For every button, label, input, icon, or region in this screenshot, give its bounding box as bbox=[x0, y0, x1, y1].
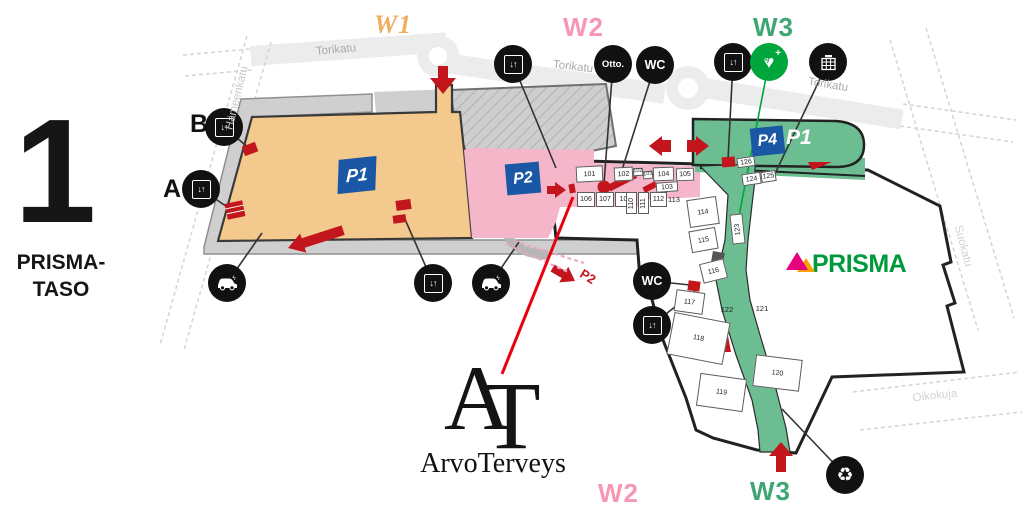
unit-113: 113 bbox=[668, 195, 680, 205]
elevator-glyph: ↓↑ bbox=[214, 117, 234, 137]
arvoterveys-monogram-t: T bbox=[482, 362, 541, 469]
unit-115: 115 bbox=[688, 226, 719, 254]
elevator-a-icon: ↓↑ bbox=[182, 170, 220, 208]
prisma-logo: PRISMA bbox=[786, 250, 907, 280]
ramp-dashed-lines bbox=[505, 240, 585, 273]
plus-glyph: + bbox=[775, 48, 781, 59]
unit-110: 110 bbox=[626, 192, 637, 214]
atm-otto-icon: Otto. bbox=[594, 45, 632, 83]
unit-101: 101 bbox=[575, 165, 604, 183]
svg-text:ϟ: ϟ bbox=[232, 276, 236, 282]
floor-number: 1 bbox=[14, 89, 96, 254]
unit-107: 107 bbox=[596, 192, 614, 207]
prisma-logo-text: PRISMA bbox=[812, 250, 907, 278]
parking-badge-p4: P4 bbox=[749, 125, 786, 157]
wing-label-w2-bottom: W2 bbox=[598, 478, 639, 508]
wc-label: WC bbox=[641, 274, 663, 288]
unit-119: 119 bbox=[695, 372, 748, 413]
elevator-w3-icon: ↓↑ bbox=[714, 43, 752, 81]
recycling-icon: ♻ bbox=[826, 456, 864, 494]
prisma-triangle-magenta-icon bbox=[786, 252, 808, 270]
unit-112: 112 bbox=[650, 192, 667, 207]
unit-120: 120 bbox=[752, 354, 803, 392]
elevator-w2-icon: ↓↑ bbox=[494, 45, 532, 83]
wing-label-w3-bottom: W3 bbox=[750, 476, 791, 506]
wing-label-w3-top: W3 bbox=[753, 12, 794, 42]
elevator-glyph: ↓↑ bbox=[503, 54, 523, 74]
unit-114: 114 bbox=[686, 196, 720, 228]
unit-121: 121 bbox=[755, 304, 769, 314]
unit-111: 111 bbox=[638, 192, 649, 214]
arvoterveys-wordmark: ArvoTerveys bbox=[420, 448, 566, 479]
wc-w2-icon: WC bbox=[636, 46, 674, 84]
unit-106: 106 bbox=[577, 192, 595, 207]
arrow-right bbox=[687, 136, 709, 156]
entrance-arrow-up-w3 bbox=[769, 442, 793, 472]
entrance-arrow-down-w1 bbox=[430, 66, 456, 94]
floor-name-line1: PRISMA- bbox=[16, 251, 106, 274]
wing-label-w2-top: W2 bbox=[563, 12, 604, 42]
unit-117: 117 bbox=[673, 289, 706, 315]
escalator-marker-2 bbox=[642, 181, 658, 193]
elevator-glyph: ↓↑ bbox=[423, 273, 443, 293]
heart-glyph: ♥ bbox=[763, 52, 775, 72]
parking-meter-icon bbox=[809, 43, 847, 81]
arvoterveys-pointer-line bbox=[500, 196, 575, 375]
parking-meter-glyph bbox=[820, 54, 836, 70]
unit-122: 122 bbox=[720, 305, 734, 315]
parking-badge-p1: P1 bbox=[337, 155, 377, 195]
unit-103: 103 bbox=[642, 170, 654, 180]
floor-name-line2: TASO bbox=[32, 278, 90, 302]
floor-name: PRISMA- TASO bbox=[0, 249, 122, 304]
elevator-p1-icon: ↓↑ bbox=[414, 264, 452, 302]
unit-102: 102 bbox=[613, 166, 634, 182]
arvoterveys-monogram-a: A bbox=[444, 347, 511, 449]
elevator-b-icon: ↓↑ bbox=[205, 108, 243, 146]
svg-text:ϟ: ϟ bbox=[496, 276, 500, 282]
ev-charging-icon-right: ϟ bbox=[472, 264, 510, 302]
otto-label: Otto. bbox=[601, 58, 625, 70]
parking-badge-p2: P2 bbox=[504, 161, 542, 196]
arrow-right-small bbox=[547, 182, 566, 198]
wc-w3-icon: WC bbox=[633, 262, 671, 300]
wc-label: WC bbox=[644, 58, 666, 72]
otto-location-dot bbox=[597, 180, 611, 194]
arrow-left bbox=[649, 136, 671, 156]
entrance-label-b: B bbox=[190, 110, 209, 138]
ev-car-glyph: ϟ bbox=[217, 276, 237, 291]
elevator-w3-south-icon: ↓↑ bbox=[633, 306, 671, 344]
unit-102: 102 bbox=[632, 167, 644, 177]
unit-104: 104 bbox=[652, 166, 675, 182]
ev-charging-icon-left: ϟ bbox=[208, 264, 246, 302]
elevator-glyph: ↓↑ bbox=[642, 315, 662, 335]
exit-arrow-sw bbox=[288, 225, 345, 253]
stairs-marker-a bbox=[224, 200, 246, 220]
bolt-glyph: ϟ bbox=[765, 56, 770, 65]
curved-wall bbox=[504, 238, 548, 260]
elevator-glyph: ↓↑ bbox=[723, 52, 743, 72]
wing-label-w1: W1 bbox=[374, 10, 413, 39]
ev-car-glyph: ϟ bbox=[481, 276, 501, 291]
parking-label-p1-green: P1 bbox=[786, 126, 812, 149]
entrance-label-a: A bbox=[163, 175, 182, 203]
elevator-glyph: ↓↑ bbox=[191, 179, 211, 199]
unit-125: 125 bbox=[760, 170, 777, 183]
defibrillator-icon: ♥ϟ + bbox=[750, 43, 788, 81]
unit-105: 105 bbox=[675, 167, 695, 182]
recycle-glyph: ♻ bbox=[836, 464, 854, 486]
ramp-arrow-p2 bbox=[550, 264, 576, 283]
hatched-building bbox=[448, 82, 618, 159]
